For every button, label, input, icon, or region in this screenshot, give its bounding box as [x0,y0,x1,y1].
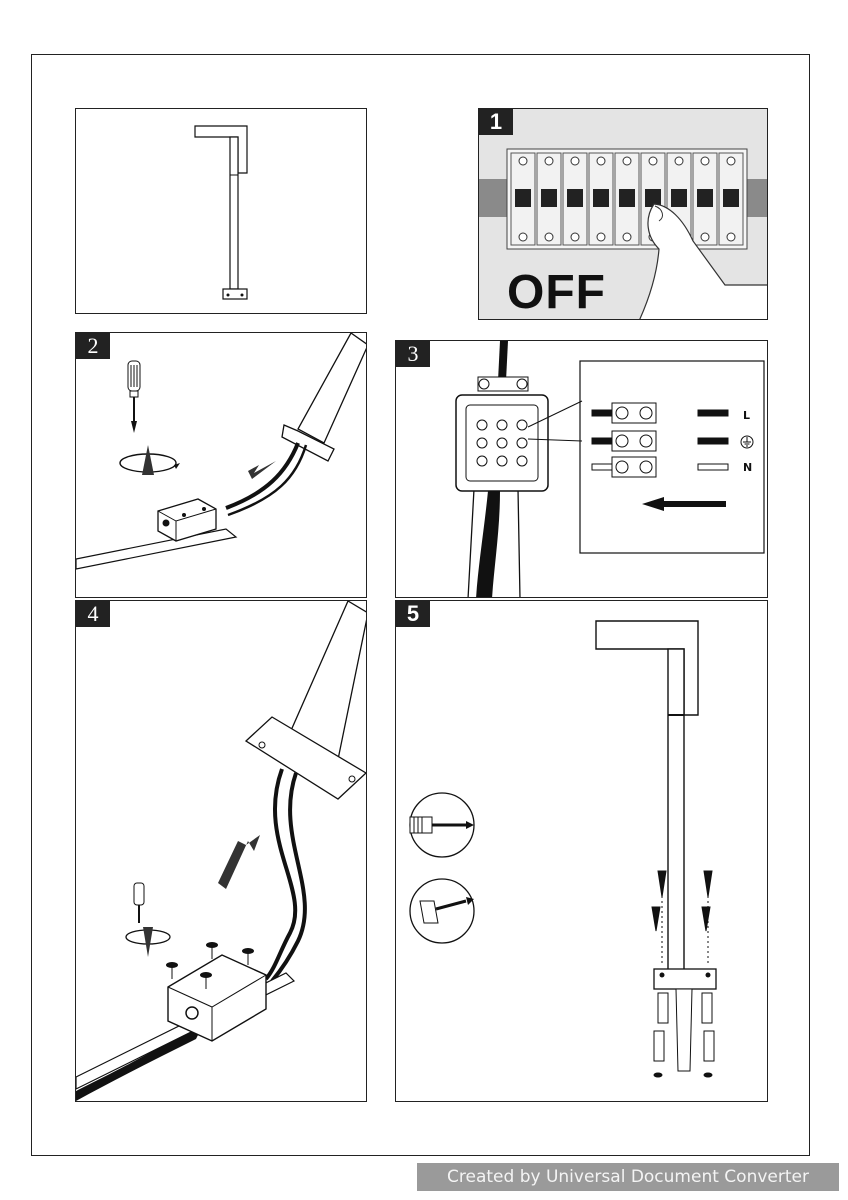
breaker-switch [541,189,557,207]
direction-arrow-icon [248,461,276,479]
breaker-screw [622,232,632,242]
breaker-screw [622,156,632,166]
screwdriver-icon [127,360,141,433]
direction-arrow-icon [642,497,726,511]
breaker-screw [726,232,736,242]
terminal-screw [476,419,488,431]
junction-box [167,954,267,1042]
breaker-screw [700,156,710,166]
breaker-switch [567,189,583,207]
breaker-screw [596,232,606,242]
step-5-drawing [409,620,717,1078]
step-2-drawing [76,333,366,570]
wire-end [591,409,613,417]
terminal-screw [516,419,528,431]
step-5-panel: 5 [395,600,768,1102]
anchor-screws [651,870,715,1078]
step-2-panel: 2 [75,332,367,598]
breaker-switch [671,189,687,207]
breaker-switch [515,189,531,207]
phillips-screwdriver-icon [409,792,475,858]
step-3-panel: 3 L N [395,340,768,598]
step-3-drawing [455,341,765,597]
flat-screwdriver-icon [409,878,475,944]
terminal-screw [496,437,508,449]
terminal-screw [516,437,528,449]
terminal-screw [496,455,508,467]
earth-ground-icon [740,435,754,449]
step-4-panel: 4 [75,600,367,1102]
off-label: OFF [507,266,606,319]
step-4-number: 4 [76,601,110,627]
terminal-screw [639,406,653,420]
watermark: Created by Universal Document Converter [417,1163,839,1191]
direction-arrow-icon [218,835,260,889]
wire-end [697,409,729,417]
rotate-arrow-icon [125,927,171,957]
junction-box [157,498,217,542]
breaker-screw [570,156,580,166]
breaker-screw [518,156,528,166]
neutral-label: N [743,461,753,474]
breaker-switch [619,189,635,207]
terminal-screw [476,455,488,467]
step-3-number: 3 [396,341,430,367]
breaker-switch [645,189,661,207]
breaker-screw [544,232,554,242]
breaker-switch [723,189,739,207]
breaker-drawing [479,109,767,319]
step-1-number: 1 [479,109,513,135]
breaker-screw [700,232,710,242]
wire-end [697,437,729,445]
wiring-inset [579,360,765,554]
breaker-switch [593,189,609,207]
breaker-screw [596,156,606,166]
breaker-screw [726,156,736,166]
breaker-switch [697,189,713,207]
breaker-screw [648,156,658,166]
terminal-screw [615,434,629,448]
wire-end [591,437,613,445]
terminal-screw [615,460,629,474]
wire-end [697,463,729,471]
live-label: L [743,409,751,422]
breaker-screw [544,156,554,166]
page-frame [31,54,810,1156]
breaker-screw [570,232,580,242]
breaker-screw [518,232,528,242]
terminal-screw [639,434,653,448]
step-5-number: 5 [396,601,430,627]
step-4-drawing [76,601,366,1101]
screwdriver-icon [133,882,145,923]
terminal-screw [476,437,488,449]
rotate-arrow-icon [119,445,180,475]
breaker-screw [674,156,684,166]
terminal-screw [496,419,508,431]
terminal-screw [516,455,528,467]
lamp-overview-panel [75,108,367,314]
step-2-number: 2 [76,333,110,359]
terminal-screw [639,460,653,474]
step-1-panel: 1 OFF [478,108,768,320]
terminal-screw [615,406,629,420]
wire-end [591,463,613,471]
screw-set [166,942,254,989]
lamp-overview-drawing [194,125,248,300]
